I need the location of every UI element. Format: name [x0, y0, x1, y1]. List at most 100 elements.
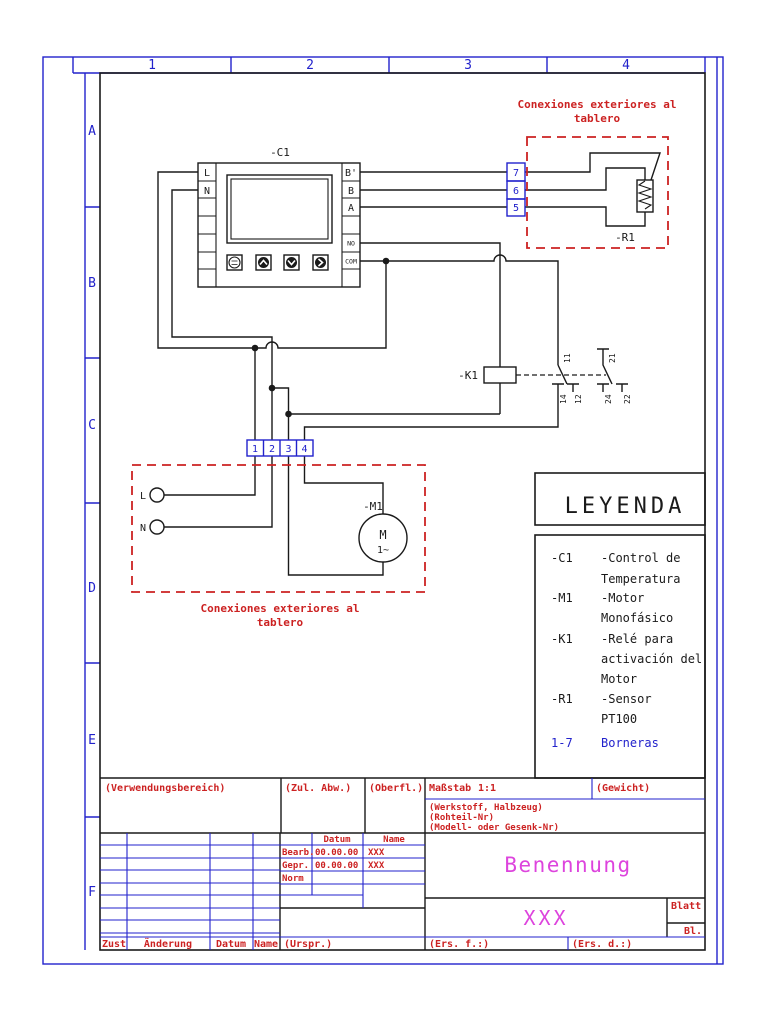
werkstoff-label: (Werkstoff, Halbzeug)	[429, 803, 543, 813]
terminal-2: 2	[269, 444, 275, 455]
junction-dot	[285, 410, 292, 418]
name-header: Name	[383, 835, 405, 845]
bl-label: Bl.	[684, 926, 702, 937]
relay-ref-label: -K1	[458, 369, 478, 382]
external-connections-bottom: L N -M1 M 1~ Conexiones exteriores al ta…	[131, 464, 426, 629]
chevron-down-icon	[287, 259, 296, 266]
norm-label: Norm	[282, 874, 304, 884]
row-label-a: A	[88, 124, 96, 139]
legend: LEYENDA -C1 -Control de Temperatura -M1 …	[534, 472, 706, 779]
sensor-terminals: 7 6 5	[506, 162, 526, 217]
contact-label-14: 14	[559, 394, 568, 404]
name-label: Name	[254, 939, 278, 950]
junction-dot	[251, 344, 259, 352]
contact-label-21: 21	[608, 353, 617, 363]
legend-desc: PT100	[601, 712, 637, 726]
row-label-b: B	[88, 276, 96, 291]
controller-terminal-no: NO	[347, 240, 355, 248]
sensor-r1: -R1	[615, 179, 654, 244]
external-caption-top-line1: Conexiones exteriores al	[518, 98, 677, 111]
controller-terminal-b: B	[348, 186, 354, 197]
gepr-label: Gepr.	[282, 861, 309, 871]
legend-desc-borneras: Borneras	[601, 736, 659, 750]
resistor-zigzag-icon	[637, 180, 653, 210]
zul-abw-label: (Zul. Abw.)	[285, 783, 351, 794]
bearb-label: Bearb.	[282, 848, 315, 858]
legend-entries: -C1 -Control de Temperatura -M1 -Motor M…	[551, 551, 702, 750]
controller-terminal-a: A	[348, 203, 354, 214]
relay-k1: -K1 11 14 12 21 24 22	[458, 348, 632, 404]
legend-desc: -Control de	[601, 551, 680, 565]
external-caption-bottom-line1: Conexiones exteriores al	[201, 602, 360, 615]
legend-desc: activación del	[601, 652, 702, 666]
massstab-label: Maßstab	[429, 783, 471, 794]
contact-label-22: 22	[623, 394, 632, 404]
supply-terminal-n	[149, 519, 165, 535]
controller-terminal-l: L	[204, 168, 210, 179]
frame-column-labels: 1 2 3 4	[148, 58, 630, 73]
legend-title-box	[534, 472, 706, 526]
ers-f-label: (Ers. f.:)	[429, 939, 489, 950]
datum-header: Datum	[323, 835, 351, 845]
sensor-ref-label: -R1	[615, 231, 635, 244]
controller-right-button	[312, 254, 329, 271]
relay-contact-1: 11 14 12	[552, 353, 583, 404]
title-block: (Verwendungsbereich) (Zul. Abw.) (Oberfl…	[100, 777, 705, 950]
external-caption-top-line2: tablero	[574, 112, 621, 125]
legend-desc: Motor	[601, 672, 637, 686]
chevron-up-icon	[259, 259, 268, 266]
controller-ref-label: -C1	[270, 146, 290, 159]
motor-ref-label: -M1	[363, 500, 383, 513]
terminal-block: 1 2 3 4	[246, 439, 314, 457]
controller-display	[226, 174, 333, 244]
legend-desc: -Motor	[601, 591, 644, 605]
drawing-number: XXX	[523, 906, 568, 930]
modell-label: (Modell- oder Gesenk-Nr)	[429, 823, 559, 833]
column-label-3: 3	[464, 58, 472, 73]
controller-up-button	[255, 254, 272, 271]
contact-label-24: 24	[604, 394, 613, 404]
blatt-label: Blatt	[671, 901, 701, 912]
row-label-c: C	[88, 418, 96, 433]
aenderung-label: Änderung	[144, 936, 192, 950]
controller-down-button	[283, 254, 300, 271]
controller-terminal-com: COM	[345, 258, 357, 266]
zust-label: Zust	[102, 939, 126, 950]
motor-m-label: M	[379, 528, 386, 542]
supply-label-l: L	[140, 491, 146, 502]
legend-desc: Temperatura	[601, 572, 680, 586]
bearb-name: XXX	[368, 848, 385, 858]
datum-label: Datum	[216, 939, 246, 950]
supply-label-n: N	[140, 523, 146, 534]
legend-title: LEYENDA	[565, 494, 686, 519]
legend-ref: -M1	[551, 591, 573, 605]
relay-contact-2: 21 24 22	[597, 348, 632, 404]
oberfl-label: (Oberfl.)	[369, 783, 423, 794]
controller-menu-button	[226, 254, 243, 271]
contact-label-11: 11	[563, 353, 572, 363]
massstab-value: 1:1	[478, 783, 496, 794]
legend-ref: -C1	[551, 551, 573, 565]
chevron-right-icon	[317, 258, 324, 267]
controller-terminal-n: N	[204, 186, 210, 197]
terminal-3: 3	[285, 444, 291, 455]
motor-m1: -M1 M 1~	[358, 500, 408, 563]
gepr-name: XXX	[368, 861, 385, 871]
column-label-4: 4	[622, 58, 630, 73]
dashed-boundary-top	[526, 136, 669, 249]
external-connections-top: Conexiones exteriores al tablero	[518, 98, 677, 249]
frame-row-labels: A B C D E F	[88, 124, 96, 900]
contact-label-12: 12	[574, 394, 583, 404]
bearb-datum: 00.00.00	[315, 848, 358, 858]
gepr-datum: 00.00.00	[315, 861, 358, 871]
terminal-6: 6	[513, 186, 519, 197]
junction-dot	[382, 257, 390, 265]
junction-dot	[268, 384, 276, 392]
external-caption-bottom-line2: tablero	[257, 616, 304, 629]
legend-ref: -R1	[551, 692, 573, 706]
row-label-e: E	[88, 733, 96, 748]
legend-ref-borneras: 1-7	[551, 736, 573, 750]
